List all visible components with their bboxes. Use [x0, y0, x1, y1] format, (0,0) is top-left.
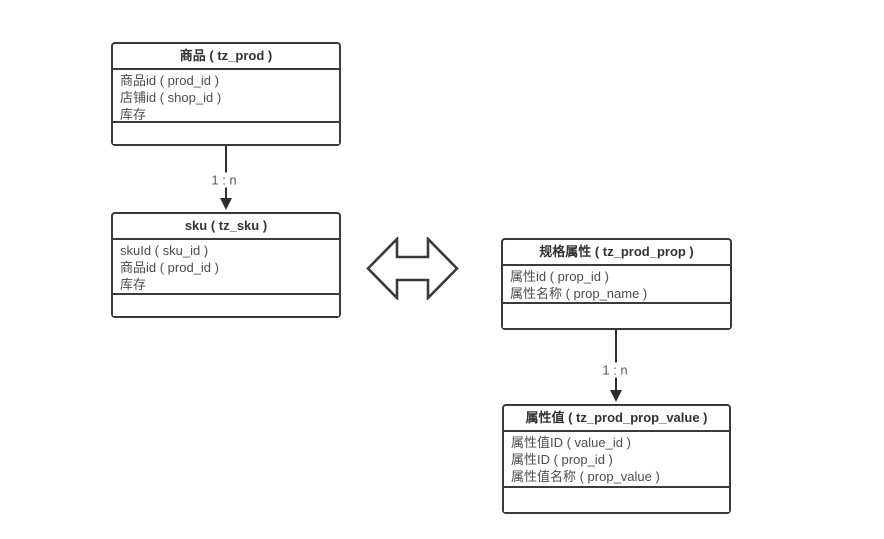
connector-line-prod-sku[interactable]	[225, 146, 227, 198]
entity-fields: 属性值ID ( value_id ) 属性ID ( prop_id ) 属性值名…	[504, 432, 729, 486]
entity-footer	[113, 121, 339, 144]
arrowhead-down-icon	[610, 390, 622, 402]
entity-field-row: 库存	[120, 107, 147, 121]
entity-field-row: 属性名称 ( prop_name )	[510, 286, 648, 301]
entity-fields: skuId ( sku_id ) 商品id ( prod_id ) 库存	[113, 240, 339, 293]
entity-field-row: 库存	[120, 277, 147, 292]
entity-table-prod[interactable]: 商品 ( tz_prod ) 商品id ( prod_id ) 店铺id ( s…	[111, 42, 341, 146]
entity-field-row: 商品id ( prod_id )	[120, 73, 219, 88]
entity-field-row: 属性值名称 ( prop_value )	[511, 469, 660, 484]
entity-field-row: 店铺id ( shop_id )	[120, 90, 222, 105]
arrowhead-down-icon	[220, 198, 232, 210]
entity-title: 规格属性 ( tz_prod_prop )	[503, 240, 730, 266]
entity-field-row: 商品id ( prod_id )	[120, 260, 219, 275]
entity-title: sku ( tz_sku )	[113, 214, 339, 240]
entity-fields: 商品id ( prod_id ) 店铺id ( shop_id ) 库存	[113, 70, 339, 121]
connector-line-prop-value[interactable]	[615, 330, 617, 390]
entity-footer	[113, 293, 339, 316]
entity-table-prod-prop[interactable]: 规格属性 ( tz_prod_prop ) 属性id ( prop_id ) 属…	[501, 238, 732, 330]
entity-field-row: 属性ID ( prop_id )	[511, 452, 613, 467]
cardinality-label: 1 : n	[599, 362, 631, 378]
cardinality-label: 1 : n	[208, 172, 240, 188]
entity-title: 商品 ( tz_prod )	[113, 44, 339, 70]
entity-fields: 属性id ( prop_id ) 属性名称 ( prop_name )	[503, 266, 730, 302]
entity-field-row: skuId ( sku_id )	[120, 243, 209, 258]
entity-title: 属性值 ( tz_prod_prop_value )	[504, 406, 729, 432]
entity-field-row: 属性值ID ( value_id )	[511, 435, 631, 450]
double-arrow-icon[interactable]	[366, 237, 459, 300]
entity-field-row: 属性id ( prop_id )	[510, 269, 609, 284]
entity-footer	[504, 486, 729, 512]
entity-table-sku[interactable]: sku ( tz_sku ) skuId ( sku_id ) 商品id ( p…	[111, 212, 341, 318]
entity-footer	[503, 302, 730, 328]
entity-table-prod-prop-value[interactable]: 属性值 ( tz_prod_prop_value ) 属性值ID ( value…	[502, 404, 731, 514]
